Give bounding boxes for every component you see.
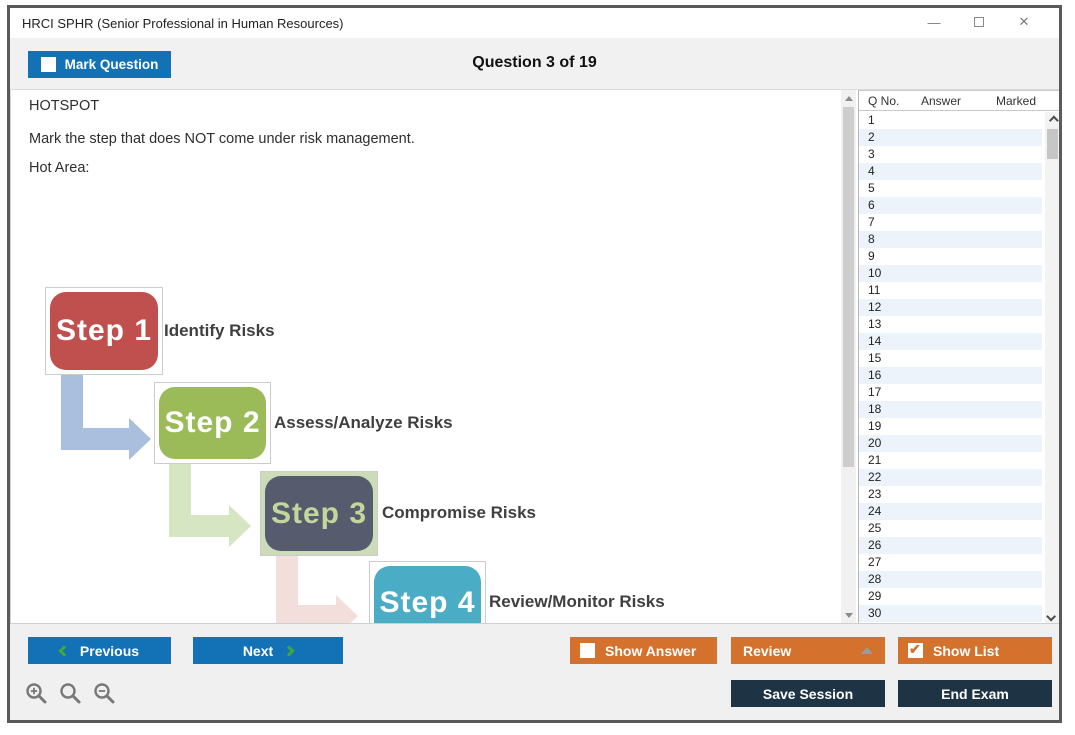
question-list-row[interactable]: 10 bbox=[859, 265, 1042, 282]
show-answer-label: Show Answer bbox=[605, 642, 697, 659]
bottom-toolbar: Previous Next ✔ Show Answer Review ✔ Sho… bbox=[10, 623, 1059, 720]
step-4-box[interactable]: Step 4 bbox=[374, 566, 481, 623]
mark-question-label: Mark Question bbox=[64, 57, 159, 72]
next-button[interactable]: Next bbox=[193, 637, 343, 664]
question-list-row[interactable]: 20 bbox=[859, 435, 1042, 452]
question-counter: Question 3 of 19 bbox=[472, 54, 597, 71]
question-list-row[interactable]: 30 bbox=[859, 605, 1042, 622]
content-scrollbar[interactable] bbox=[841, 90, 856, 623]
question-list-row[interactable]: 3 bbox=[859, 146, 1042, 163]
maximize-button[interactable] bbox=[970, 12, 988, 32]
question-header-bar: ✔ Mark Question Question 3 of 19 bbox=[10, 38, 1059, 90]
question-list-row[interactable]: 25 bbox=[859, 520, 1042, 537]
question-prompt: Mark the step that does NOT come under r… bbox=[29, 131, 415, 147]
step-4-label: Review/Monitor Risks bbox=[489, 592, 665, 611]
col-header-qno: Q No. bbox=[868, 94, 900, 108]
step-3-label: Compromise Risks bbox=[382, 503, 536, 522]
question-list-row[interactable]: 5 bbox=[859, 180, 1042, 197]
question-list-row[interactable]: 12 bbox=[859, 299, 1042, 316]
question-list-row[interactable]: 14 bbox=[859, 333, 1042, 350]
triangle-up-icon bbox=[861, 647, 873, 654]
question-list-row[interactable]: 15 bbox=[859, 350, 1042, 367]
question-list-row[interactable]: 13 bbox=[859, 316, 1042, 333]
question-type-label: HOTSPOT bbox=[29, 98, 100, 114]
close-button[interactable]: ✕ bbox=[1015, 12, 1033, 32]
scrollbar-thumb[interactable] bbox=[843, 107, 854, 467]
app-window: HRCI SPHR (Senior Professional in Human … bbox=[7, 5, 1062, 723]
question-list-row[interactable]: 6 bbox=[859, 197, 1042, 214]
hot-area-label: Hot Area: bbox=[29, 160, 90, 176]
end-exam-label: End Exam bbox=[941, 685, 1009, 702]
chevron-right-icon bbox=[283, 644, 295, 657]
question-list-row[interactable]: 2 bbox=[859, 129, 1042, 146]
hotspot-step-1[interactable]: Step 1 bbox=[45, 287, 163, 375]
question-list-row[interactable]: 18 bbox=[859, 401, 1042, 418]
question-list-row[interactable]: 28 bbox=[859, 571, 1042, 588]
scroll-up-arrow[interactable] bbox=[841, 90, 856, 106]
step-2-label: Assess/Analyze Risks bbox=[274, 413, 453, 432]
col-header-answer: Answer bbox=[921, 94, 962, 108]
question-list-row[interactable]: 29 bbox=[859, 588, 1042, 605]
zoom-reset-icon[interactable] bbox=[59, 682, 84, 707]
scroll-down-arrow[interactable] bbox=[841, 607, 856, 623]
list-scroll-up-arrow[interactable] bbox=[1045, 112, 1059, 128]
hotspot-step-4[interactable]: Step 4 bbox=[369, 561, 486, 623]
question-list-row[interactable]: 23 bbox=[859, 486, 1042, 503]
step-3-box[interactable]: Step 3 bbox=[265, 476, 373, 551]
show-list-checkbox[interactable]: ✔ bbox=[908, 641, 923, 658]
question-list-row[interactable]: 19 bbox=[859, 418, 1042, 435]
zoom-in-icon[interactable] bbox=[25, 682, 50, 707]
question-list-row[interactable]: 27 bbox=[859, 554, 1042, 571]
question-list-header: Q No. Answer Marked bbox=[859, 91, 1059, 111]
next-label: Next bbox=[242, 642, 274, 659]
hotspot-step-3[interactable]: Step 3 bbox=[260, 471, 378, 556]
save-session-label: Save Session bbox=[762, 685, 854, 702]
step-1-box[interactable]: Step 1 bbox=[50, 292, 158, 370]
mark-question-checkbox[interactable]: ✔ bbox=[40, 57, 56, 72]
question-list-row[interactable]: 4 bbox=[859, 163, 1042, 180]
question-list-row[interactable]: 17 bbox=[859, 384, 1042, 401]
mark-question-button[interactable]: ✔ Mark Question bbox=[28, 51, 171, 78]
question-content-area: HOTSPOT Mark the step that does NOT come… bbox=[10, 90, 1059, 623]
question-list-scrollbar[interactable] bbox=[1045, 112, 1059, 623]
previous-button[interactable]: Previous bbox=[28, 637, 171, 664]
zoom-out-icon[interactable] bbox=[93, 682, 118, 707]
minimize-button[interactable]: — bbox=[925, 12, 943, 32]
show-answer-button[interactable]: ✔ Show Answer bbox=[570, 637, 717, 664]
chevron-left-icon bbox=[58, 644, 70, 657]
save-session-button[interactable]: Save Session bbox=[731, 680, 885, 707]
title-bar: HRCI SPHR (Senior Professional in Human … bbox=[10, 8, 1059, 38]
list-scrollbar-thumb[interactable] bbox=[1047, 129, 1058, 159]
question-list-row[interactable]: 16 bbox=[859, 367, 1042, 384]
review-label: Review bbox=[743, 642, 792, 659]
question-list-row[interactable]: 11 bbox=[859, 282, 1042, 299]
question-list-row[interactable]: 24 bbox=[859, 503, 1042, 520]
col-header-marked: Marked bbox=[996, 94, 1037, 108]
maximize-icon bbox=[974, 17, 984, 27]
minimize-icon: — bbox=[927, 14, 941, 30]
question-list-row[interactable]: 8 bbox=[859, 231, 1042, 248]
question-list-row[interactable]: 22 bbox=[859, 469, 1042, 486]
step-2-box[interactable]: Step 2 bbox=[159, 387, 266, 459]
question-list-row[interactable]: 1 bbox=[859, 112, 1042, 129]
zoom-controls bbox=[25, 682, 118, 707]
window-title: HRCI SPHR (Senior Professional in Human … bbox=[22, 16, 344, 31]
question-list-row[interactable]: 26 bbox=[859, 537, 1042, 554]
step-1-label: Identify Risks bbox=[164, 321, 275, 340]
checkmark-icon: ✔ bbox=[909, 641, 921, 657]
previous-label: Previous bbox=[79, 642, 140, 659]
question-list-row[interactable]: 21 bbox=[859, 452, 1042, 469]
show-answer-checkbox[interactable]: ✔ bbox=[580, 643, 595, 658]
close-icon: ✕ bbox=[1018, 14, 1030, 29]
question-list-row[interactable]: 7 bbox=[859, 214, 1042, 231]
hotspot-step-2[interactable]: Step 2 bbox=[154, 382, 271, 464]
end-exam-button[interactable]: End Exam bbox=[898, 680, 1052, 707]
show-list-label: Show List bbox=[933, 642, 1000, 659]
show-list-button[interactable]: ✔ Show List bbox=[898, 637, 1052, 664]
question-list-row[interactable]: 9 bbox=[859, 248, 1042, 265]
review-dropdown-button[interactable]: Review bbox=[731, 637, 885, 664]
list-scroll-down-arrow[interactable] bbox=[1045, 608, 1059, 623]
